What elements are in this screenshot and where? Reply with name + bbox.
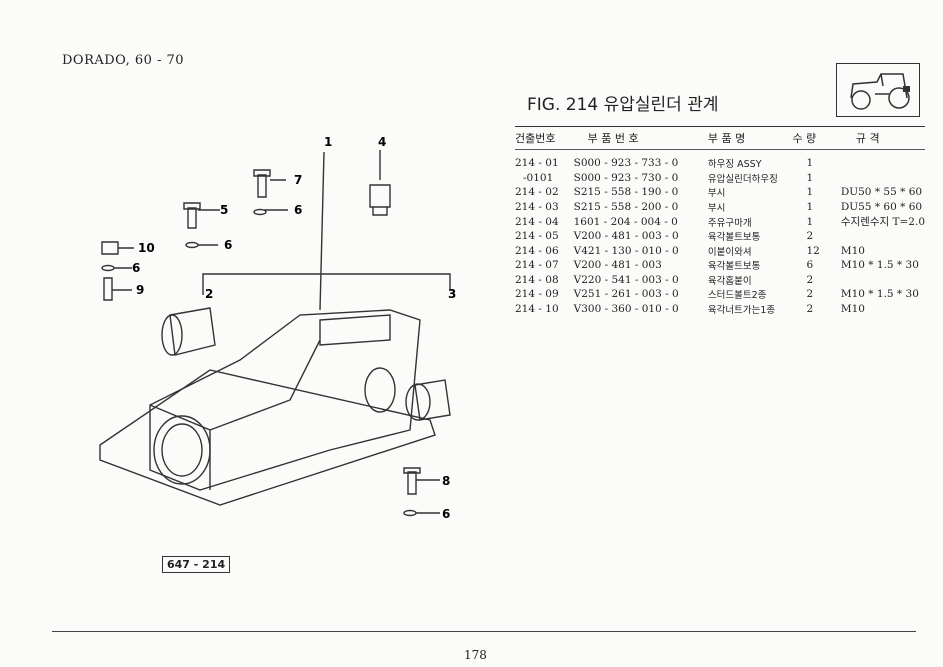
part-name: 부시 xyxy=(707,202,726,214)
table-row: 214 - 01 S000 - 923 - 733 - 0 하우징 ASSY 1 xyxy=(515,150,925,171)
specification: 수지렌수지 T=2.0 xyxy=(840,216,925,228)
quantity: 1 xyxy=(806,215,814,228)
ref-number: 214 - 04 xyxy=(515,215,559,228)
ref-number: 214 - 01 xyxy=(515,157,559,170)
ref-number: 214 - 06 xyxy=(515,244,559,257)
part-name: 육각볼트보통 xyxy=(707,232,761,244)
col-header-ref: 건출번호 xyxy=(515,126,566,150)
table-row: 214 - 10 V300 - 360 - 010 - 0 육각너트가는1종 2 M10 xyxy=(515,302,925,317)
specification: M10 * 1.5 * 30 xyxy=(840,288,919,301)
housing-base-plate xyxy=(99,369,436,506)
specification: M10 xyxy=(840,302,865,315)
quantity: 2 xyxy=(806,302,814,315)
callout-label: 4 xyxy=(378,135,386,149)
part-number: S000 - 923 - 733 - 0 xyxy=(573,157,679,170)
callout-label: 6 xyxy=(132,261,140,275)
specification: M10 * 1.5 * 30 xyxy=(840,259,919,272)
part-number: 1601 - 204 - 004 - 0 xyxy=(573,215,678,228)
oil-cap xyxy=(369,184,391,216)
col-header-spec: 규 격 xyxy=(830,126,925,150)
table-row: 214 - 04 1601 - 204 - 004 - 0 주유구마개 1 수지렌수지 … xyxy=(515,214,925,229)
callout-label: 3 xyxy=(448,287,456,301)
housing-exploded-diagram: 1 2 3 4 5 6 7 6 10 6 9 8 6 xyxy=(99,135,456,521)
part-name: 주유구마개 xyxy=(707,217,752,229)
part-name: 육각너트가는1종 xyxy=(707,304,776,316)
part-number: V300 - 360 - 010 - 0 xyxy=(573,302,679,315)
bush-right xyxy=(414,379,451,421)
table-row: -0101 S000 - 923 - 730 - 0 유압실린더하우징 1 xyxy=(515,171,925,186)
specification xyxy=(831,150,925,171)
ref-number: -0101 xyxy=(523,171,554,184)
figure-title: FIG. 214 유압실린더 관계 xyxy=(527,95,719,115)
callout-label: 5 xyxy=(220,203,228,217)
quantity: 1 xyxy=(806,157,814,170)
part-number: V251 - 261 - 003 - 0 xyxy=(573,288,679,301)
table-row: 214 - 07 V200 - 481 - 003 육각볼트보통 6 M10 * 1.5… xyxy=(515,258,925,273)
part-number: S215 - 558 - 190 - 0 xyxy=(573,186,679,199)
callout-label: 7 xyxy=(294,173,302,187)
callout-label: 9 xyxy=(136,283,144,297)
callout-label: 1 xyxy=(324,135,332,149)
ref-number: 214 - 05 xyxy=(515,230,559,243)
specification: DU50 * 55 * 60 xyxy=(840,186,923,199)
col-header-part-no: 부 품 번 호 xyxy=(565,126,688,150)
table-row: 214 - 05 V200 - 481 - 003 - 0 육각볼트보통 2 xyxy=(515,229,925,244)
quantity: 1 xyxy=(806,200,814,213)
part-name: 하우징 ASSY xyxy=(707,159,762,171)
part-name: 육각볼트보통 xyxy=(707,261,761,273)
callout-label: 2 xyxy=(205,287,213,301)
callout-label: 6 xyxy=(294,203,302,217)
part-number: V200 - 481 - 003 xyxy=(573,259,662,272)
ref-number: 214 - 10 xyxy=(515,302,559,315)
bush-left xyxy=(169,307,216,356)
table-row: 214 - 08 V220 - 541 - 003 - 0 육각홈붙이 2 xyxy=(515,273,925,288)
footer-divider xyxy=(52,631,916,632)
quantity: 12 xyxy=(806,244,820,257)
housing-body xyxy=(149,309,421,491)
ref-number: 214 - 09 xyxy=(515,288,559,301)
specification: M10 xyxy=(840,244,865,257)
callout-label: 10 xyxy=(138,241,155,255)
tractor-icon xyxy=(836,63,920,117)
table-row: 214 - 02 S215 - 558 - 190 - 0 부시 1 DU50 * 55… xyxy=(515,185,925,200)
part-number: S215 - 558 - 200 - 0 xyxy=(573,200,679,213)
part-name: 육각홈붙이 xyxy=(707,275,752,287)
callout-label: 6 xyxy=(442,507,450,521)
table-row: 214 - 09 V251 - 261 - 003 - 0 스터드볼트2종 2 M10 … xyxy=(515,287,925,302)
part-number: S000 - 923 - 730 - 0 xyxy=(573,171,679,184)
parts-table: 건출번호 부 품 번 호 부 품 명 수 량 규 격 214 - 01 S000 … xyxy=(515,126,925,316)
specification xyxy=(831,273,925,288)
quantity: 6 xyxy=(806,259,814,272)
specification: DU55 * 60 * 60 xyxy=(840,200,923,213)
specification xyxy=(831,171,925,186)
page-number: 178 xyxy=(464,648,487,662)
diagram-code: 647 - 214 xyxy=(162,556,231,573)
part-name: 유압실린더하우징 xyxy=(707,173,778,185)
table-row: 214 - 06 V421 - 130 - 010 - 0 이붙이와셔 12 M10 xyxy=(515,244,925,259)
part-number: V421 - 130 - 010 - 0 xyxy=(573,244,679,257)
specification xyxy=(831,229,925,244)
ref-number: 214 - 03 xyxy=(515,200,559,213)
col-header-qty: 수 량 xyxy=(792,126,831,150)
model-title: DORADO, 60 - 70 xyxy=(62,53,185,68)
callout-label: 8 xyxy=(442,474,450,488)
ref-number: 214 - 02 xyxy=(515,186,559,199)
table-row: 214 - 03 S215 - 558 - 200 - 0 부시 1 DU55 * 60… xyxy=(515,200,925,215)
part-name: 스터드볼트2종 xyxy=(707,290,767,302)
ref-number: 214 - 07 xyxy=(515,259,559,272)
quantity: 1 xyxy=(806,171,814,184)
ref-number: 214 - 08 xyxy=(515,273,559,286)
part-name: 이붙이와셔 xyxy=(707,246,752,258)
quantity: 2 xyxy=(806,230,814,243)
quantity: 1 xyxy=(806,186,814,199)
part-number: V200 - 481 - 003 - 0 xyxy=(573,230,679,243)
quantity: 2 xyxy=(806,273,814,286)
part-number: V220 - 541 - 003 - 0 xyxy=(573,273,679,286)
quantity: 2 xyxy=(806,288,814,301)
col-header-name: 부 품 명 xyxy=(687,126,793,150)
callout-label: 6 xyxy=(224,238,232,252)
part-name: 부시 xyxy=(707,188,726,200)
